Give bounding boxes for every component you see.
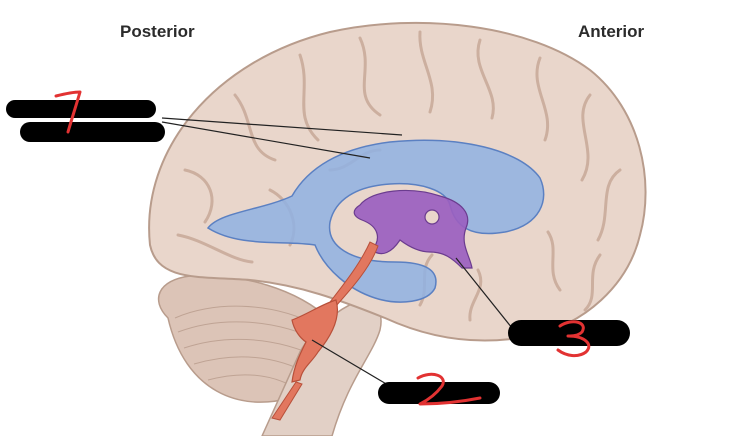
posterior-label: Posterior <box>120 22 195 41</box>
third-ventricle <box>353 189 473 269</box>
redaction-label-1a <box>6 100 156 118</box>
leader-line-1a <box>161 117 403 136</box>
interthalamic-adhesion <box>424 209 440 225</box>
leader-line-3 <box>455 257 513 329</box>
leader-line-1b <box>161 121 371 159</box>
label-redactions <box>6 100 630 404</box>
handwritten-number-1 <box>54 90 82 134</box>
redaction-label-2 <box>378 382 500 404</box>
lateral-ventricle <box>206 139 545 303</box>
redaction-label-1b <box>20 122 165 142</box>
leader-lines <box>161 117 513 386</box>
leader-line-2 <box>311 339 389 386</box>
handwritten-number-3 <box>556 320 591 358</box>
anterior-label: Anterior <box>578 22 645 41</box>
redaction-label-3 <box>508 320 630 346</box>
handwritten-number-2 <box>416 372 482 406</box>
